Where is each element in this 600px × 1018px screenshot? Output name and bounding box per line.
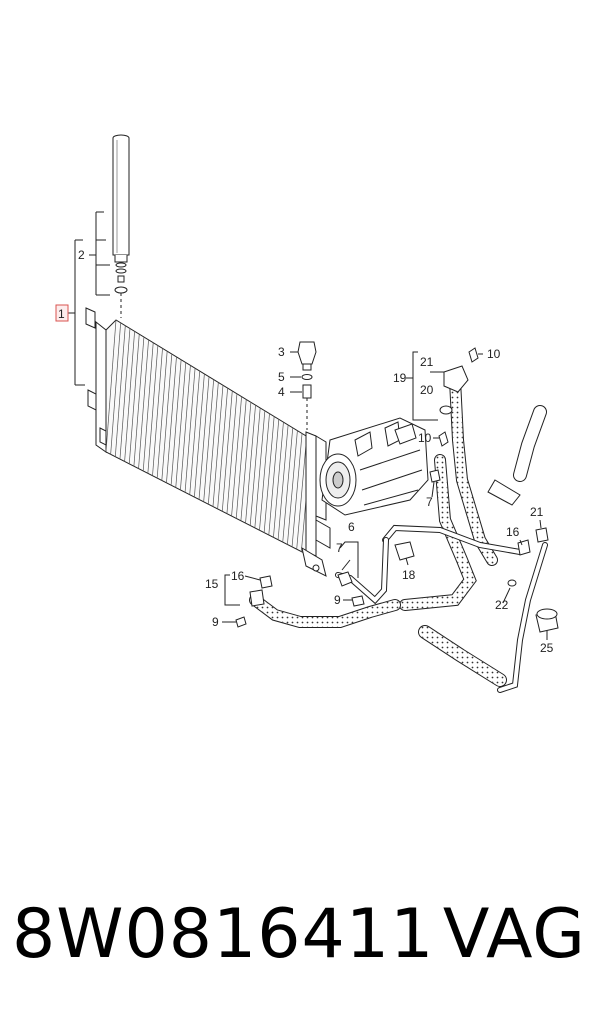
brand-name: VAG — [442, 895, 586, 974]
condenser-fin — [249, 407, 261, 526]
condenser-fin — [119, 328, 131, 460]
condenser-fin — [203, 379, 215, 502]
condenser-fin — [226, 393, 238, 514]
condenser-fin — [221, 390, 233, 512]
condenser-fin — [212, 385, 224, 507]
part-label-22: 22 — [495, 598, 509, 612]
condenser-fin — [268, 419, 280, 536]
condenser-fin — [110, 322, 122, 455]
svg-text:1: 1 — [58, 307, 65, 321]
condenser-fin — [217, 388, 228, 509]
condenser-fin — [124, 331, 135, 462]
leader-lines — [222, 353, 548, 640]
part-label-6: 6 — [348, 520, 355, 534]
condenser-fin — [282, 427, 294, 543]
condenser-fin — [287, 430, 298, 545]
condenser-fin — [142, 342, 154, 472]
condenser-fin — [296, 436, 308, 550]
part-label-21: 21 — [420, 355, 434, 369]
part-label-1: 1 — [55, 304, 69, 322]
compressor — [319, 417, 429, 516]
condenser-fin — [170, 359, 182, 486]
bracket-2 — [89, 211, 110, 296]
condenser-fin — [291, 433, 303, 547]
part-label-16: 16 — [506, 525, 520, 539]
part-label-7: 7 — [426, 495, 433, 509]
part-label-4: 4 — [278, 385, 285, 399]
condenser-fin — [152, 348, 163, 476]
condenser-fin — [105, 319, 117, 453]
condenser-fin — [161, 354, 173, 481]
condenser-fin — [128, 334, 140, 464]
part-label-7: 7 — [336, 541, 343, 555]
condenser-fin — [207, 382, 219, 505]
part-label-9: 9 — [334, 593, 341, 607]
part-label-15: 15 — [205, 577, 219, 591]
part-label-10: 10 — [418, 431, 432, 445]
condenser-fin — [166, 356, 177, 483]
fittings — [235, 347, 559, 633]
part-label-9: 9 — [212, 615, 219, 629]
condenser — [85, 307, 331, 577]
part-label-21: 21 — [530, 505, 544, 519]
condenser-fin — [198, 376, 210, 500]
part-number: 8W0816411 — [12, 895, 435, 974]
part-label-16: 16 — [231, 569, 245, 583]
pressure-switch — [290, 341, 317, 430]
condenser-fin — [235, 399, 247, 519]
part-label-19: 19 — [393, 371, 407, 385]
condenser-fin — [254, 410, 266, 528]
receiver-drier — [112, 134, 130, 318]
part-label-10: 10 — [487, 347, 501, 361]
condenser-fin — [180, 365, 191, 490]
condenser-fin — [138, 339, 149, 469]
part-label-18: 18 — [402, 568, 416, 582]
part-label-25: 25 — [540, 641, 554, 655]
footer: 8W0816411 VAG — [0, 880, 600, 990]
condenser-fin — [114, 325, 126, 457]
condenser-fin — [147, 345, 159, 474]
condenser-fin — [273, 422, 284, 538]
condenser-fin — [189, 371, 201, 495]
part-label-2: 2 — [78, 248, 85, 262]
condenser-fin — [184, 368, 196, 493]
condenser-fin — [277, 424, 289, 540]
condenser-fin — [175, 362, 187, 488]
bracket-1 — [68, 239, 85, 386]
condenser-fin — [240, 402, 252, 521]
part-label-3: 3 — [278, 345, 285, 359]
part-label-5: 5 — [278, 370, 285, 384]
condenser-fin — [133, 336, 145, 467]
condenser-fin — [231, 396, 242, 517]
refrigerant-lines — [249, 374, 548, 693]
condenser-fin — [259, 413, 270, 531]
exploded-parts-diagram: 1 2 3 5 4 21 19 20 10 10 7 6 7 18 16 21 … — [55, 134, 559, 693]
condenser-fin — [156, 351, 168, 479]
condenser-fin — [263, 416, 275, 533]
condenser-fin — [245, 405, 256, 524]
part-label-20: 20 — [420, 383, 434, 397]
condenser-fin — [194, 373, 205, 498]
